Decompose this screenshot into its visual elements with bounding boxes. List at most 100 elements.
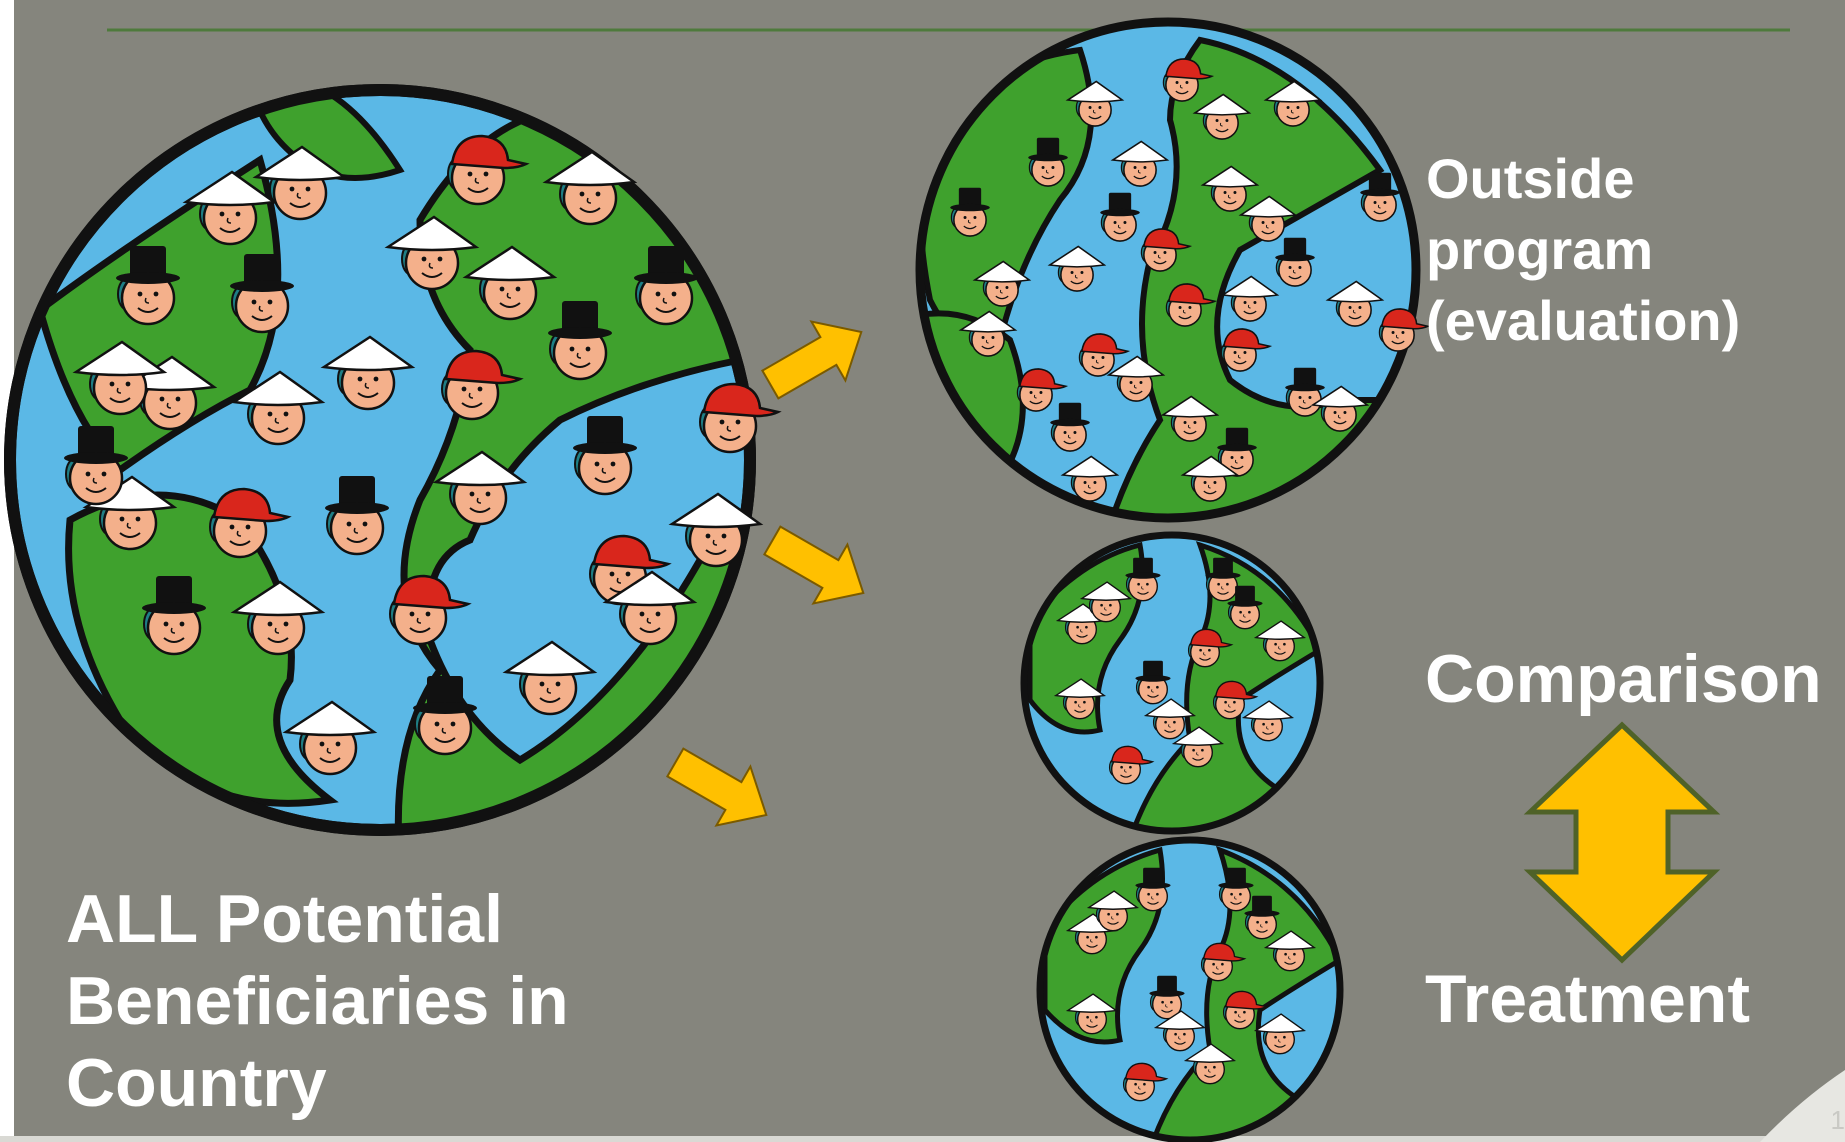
person-red-cap bbox=[1220, 328, 1273, 372]
person-black-top bbox=[1218, 867, 1254, 912]
person-red-cap bbox=[1378, 308, 1431, 352]
person-red-cap bbox=[1122, 1062, 1169, 1102]
person-white-conical bbox=[1325, 280, 1385, 327]
person-black-top bbox=[325, 476, 389, 556]
person-white-conical bbox=[72, 340, 168, 416]
person-white-conical bbox=[1110, 140, 1170, 187]
person-white-conical bbox=[1153, 1010, 1207, 1052]
person-black-top bbox=[1217, 427, 1257, 477]
person-black-top bbox=[1285, 367, 1325, 417]
person-black-top bbox=[950, 187, 990, 237]
comparison-label: Comparison bbox=[1425, 641, 1822, 717]
treatment-label: Treatment bbox=[1425, 961, 1750, 1037]
person-white-conical bbox=[542, 150, 638, 226]
person-white-conical bbox=[182, 170, 278, 246]
person-red-cap bbox=[1078, 333, 1131, 377]
person-red-cap bbox=[1187, 628, 1234, 668]
person-white-conical bbox=[972, 260, 1032, 307]
person-red-cap bbox=[1140, 228, 1193, 272]
person-red-cap bbox=[1016, 368, 1069, 412]
person-white-conical bbox=[668, 492, 764, 568]
person-black-top bbox=[1135, 867, 1171, 912]
left-margin-bar bbox=[0, 0, 14, 1142]
person-red-cap bbox=[447, 134, 530, 206]
person-white-conical bbox=[1060, 455, 1120, 502]
person-white-conical bbox=[1055, 603, 1109, 645]
person-black-top bbox=[413, 676, 477, 756]
person-black-top bbox=[1275, 237, 1315, 287]
person-white-conical bbox=[230, 580, 326, 656]
person-white-conical bbox=[1220, 275, 1280, 322]
person-white-conical bbox=[1086, 890, 1140, 932]
person-white-conical bbox=[384, 215, 480, 291]
page-corner-curl bbox=[1760, 1070, 1845, 1142]
person-white-conical bbox=[1065, 993, 1119, 1035]
person-black-top bbox=[64, 426, 128, 506]
person-red-cap bbox=[1212, 680, 1259, 720]
person-black-top bbox=[1149, 975, 1185, 1020]
person-white-conical bbox=[1263, 930, 1317, 972]
person-white-conical bbox=[1241, 700, 1295, 742]
person-white-conical bbox=[1183, 1043, 1237, 1085]
bottom-margin-bar bbox=[0, 1136, 1845, 1142]
arrow-to-outside-program bbox=[761, 320, 863, 400]
person-white-conical bbox=[1143, 698, 1197, 740]
arrow-to-treatment bbox=[666, 747, 768, 827]
person-black-top bbox=[1205, 557, 1241, 602]
person-white-conical bbox=[1192, 93, 1252, 140]
person-black-top bbox=[1227, 585, 1263, 630]
person-white-conical bbox=[1253, 1013, 1307, 1055]
outside-program-people bbox=[950, 58, 1431, 502]
person-black-top bbox=[116, 246, 180, 326]
person-white-conical bbox=[1106, 355, 1166, 402]
comparison-treatment-double-arrow bbox=[1523, 721, 1721, 964]
person-white-conical bbox=[1238, 195, 1298, 242]
person-red-cap bbox=[441, 349, 524, 421]
person-white-conical bbox=[122, 355, 218, 431]
person-white-conical bbox=[252, 145, 348, 221]
person-black-top bbox=[142, 576, 206, 656]
arrow-to-comparison bbox=[763, 525, 865, 605]
person-white-conical bbox=[1065, 80, 1125, 127]
person-white-conical bbox=[1160, 395, 1220, 442]
person-white-conical bbox=[1310, 385, 1370, 432]
person-black-top bbox=[1360, 172, 1400, 222]
person-red-cap bbox=[209, 487, 292, 559]
person-black-top bbox=[1125, 557, 1161, 602]
person-white-conical bbox=[1200, 165, 1260, 212]
person-white-conical bbox=[958, 310, 1018, 357]
person-white-conical bbox=[230, 370, 326, 446]
person-white-conical bbox=[282, 700, 378, 776]
person-white-conical bbox=[320, 335, 416, 411]
all-beneficiaries-people bbox=[64, 134, 782, 776]
outside-program-label: Outside program (evaluation) bbox=[1426, 147, 1741, 352]
person-white-conical bbox=[602, 570, 698, 646]
person-black-top bbox=[230, 254, 294, 334]
person-white-conical bbox=[1180, 455, 1240, 502]
treatment-people bbox=[1065, 867, 1317, 1102]
person-black-top bbox=[1028, 137, 1068, 187]
person-black-top bbox=[1050, 402, 1090, 452]
person-white-conical bbox=[1171, 726, 1225, 768]
person-white-conical bbox=[462, 245, 558, 321]
person-black-top bbox=[573, 416, 637, 496]
person-red-cap bbox=[389, 574, 472, 646]
person-red-cap bbox=[1222, 990, 1269, 1030]
person-white-conical bbox=[502, 640, 598, 716]
person-black-top bbox=[1244, 895, 1280, 940]
person-red-cap bbox=[1162, 58, 1215, 102]
person-white-conical bbox=[1079, 581, 1133, 623]
person-red-cap bbox=[1165, 283, 1218, 327]
person-red-cap bbox=[699, 382, 782, 454]
person-black-top bbox=[548, 301, 612, 381]
person-black-top bbox=[1100, 192, 1140, 242]
person-white-conical bbox=[1053, 678, 1107, 720]
person-white-conical bbox=[432, 450, 528, 526]
person-white-conical bbox=[1263, 80, 1323, 127]
person-red-cap bbox=[1108, 745, 1155, 785]
person-black-top bbox=[1135, 660, 1171, 705]
person-white-conical bbox=[1253, 620, 1307, 662]
comparison-people bbox=[1053, 557, 1307, 785]
all-beneficiaries-label: ALL Potential Beneficiaries in Country bbox=[66, 881, 569, 1121]
